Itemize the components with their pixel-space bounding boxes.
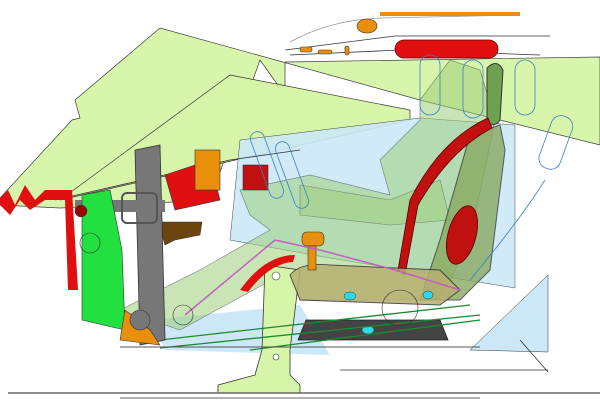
pivot-circle xyxy=(172,304,194,326)
seat-adjuster-handle xyxy=(301,231,325,247)
pillar-joint xyxy=(121,192,158,224)
seat-frame-line xyxy=(184,239,461,316)
seat-adjuster-stem xyxy=(307,245,317,271)
cushion-bolt xyxy=(422,290,434,300)
curtain-airbag xyxy=(394,39,499,59)
knee-joint xyxy=(271,271,281,281)
hinge-bolt xyxy=(129,309,151,331)
ankle-joint xyxy=(272,353,280,361)
panel-bracket xyxy=(194,149,221,191)
side-airbag xyxy=(446,205,478,265)
pillar-bolt xyxy=(74,204,88,218)
a-pillar xyxy=(134,144,166,346)
occupant-outlines xyxy=(250,54,574,281)
knee-bolster xyxy=(157,221,203,246)
headrest xyxy=(486,63,504,126)
fender-block xyxy=(81,189,126,331)
pedal-area-red xyxy=(240,255,295,292)
rear-zone xyxy=(469,274,549,353)
seat-track-lines xyxy=(159,304,481,351)
front-crumple-zone xyxy=(0,185,78,290)
outline-circle xyxy=(79,232,101,254)
hip-point xyxy=(381,289,419,327)
seat-cushion xyxy=(289,264,461,306)
cushion-bolt xyxy=(343,291,357,301)
roof-brackets xyxy=(299,18,378,56)
